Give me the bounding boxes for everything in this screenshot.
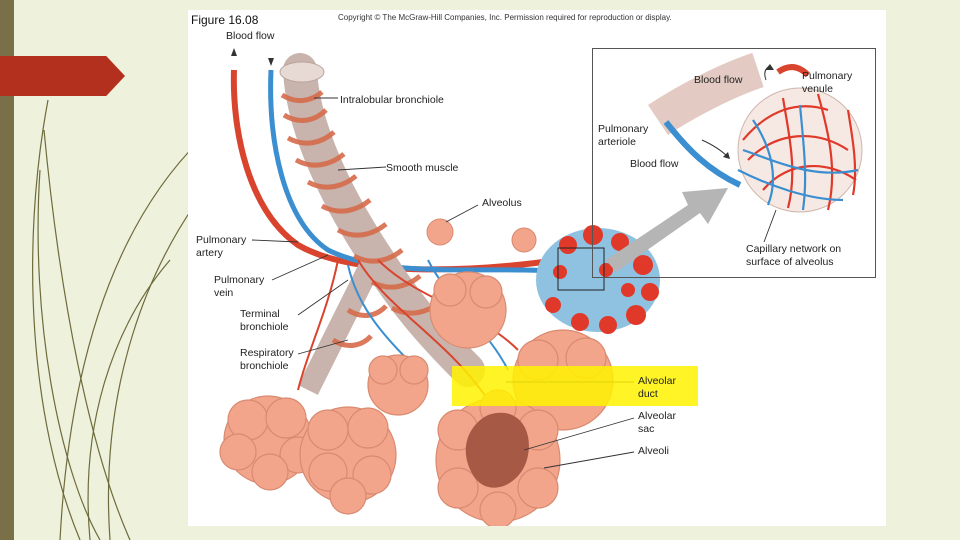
label-terminal-bronchiole-line2: bronchiole — [240, 321, 288, 333]
label-blood-flow: Blood flow — [226, 30, 274, 42]
label-pulmonary-artery-line1: Pulmonary — [196, 234, 246, 246]
label-alveolar-duct-line2: duct — [638, 388, 658, 400]
label-pulmonary-vein-line2: vein — [214, 287, 233, 299]
label-smooth-muscle: Smooth muscle — [386, 162, 458, 174]
label-respiratory-bronchiole-line2: bronchiole — [240, 360, 288, 372]
inset-label-pulmonary-venule-line2: venule — [802, 83, 833, 95]
label-terminal-bronchiole-line1: Terminal — [240, 308, 280, 320]
label-intralobular-bronchiole: Intralobular bronchiole — [340, 94, 444, 106]
figure-number: Figure 16.08 — [191, 14, 258, 26]
label-pulmonary-vein-line1: Pulmonary — [214, 274, 264, 286]
label-pulmonary-artery-line2: artery — [196, 247, 223, 259]
label-alveolus: Alveolus — [482, 197, 522, 209]
inset-label-pulmonary-venule-line1: Pulmonary — [802, 70, 852, 82]
inset-label-blood-flow-lower: Blood flow — [630, 158, 678, 170]
figure-panel: Figure 16.08 Copyright © The McGraw-Hill… — [188, 10, 886, 526]
copyright-notice: Copyright © The McGraw-Hill Companies, I… — [338, 12, 672, 24]
label-alveoli: Alveoli — [638, 445, 669, 457]
title-tab — [0, 56, 125, 96]
inset-label-pulmonary-arteriole-line2: arteriole — [598, 136, 636, 148]
inset-label-capillary-line2: surface of alveolus — [746, 256, 834, 268]
label-alveolar-sac-line2: sac — [638, 423, 654, 435]
inset-label-pulmonary-arteriole-line1: Pulmonary — [598, 123, 648, 135]
label-respiratory-bronchiole-line1: Respiratory — [240, 347, 294, 359]
label-alveolar-sac-line1: Alveolar — [638, 410, 676, 422]
label-alveolar-duct-line1: Alveolar — [638, 375, 676, 387]
inset-label-blood-flow-upper: Blood flow — [694, 74, 742, 86]
inset-label-capillary-line1: Capillary network on — [746, 243, 841, 255]
